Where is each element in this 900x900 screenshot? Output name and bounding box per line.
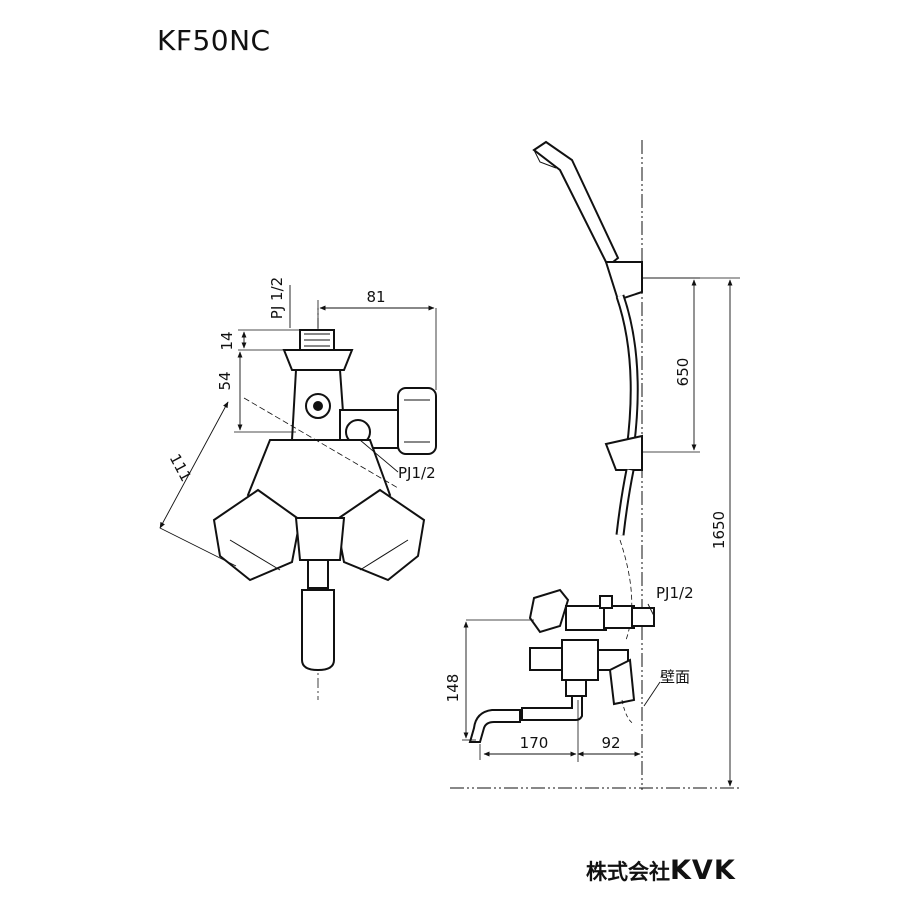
dim-81: 81 (366, 288, 385, 306)
side-dimensions (462, 277, 740, 787)
leader-wall (643, 681, 661, 707)
brand-prefix: 株式会社 (586, 860, 670, 884)
brand-name: KVK (670, 855, 736, 886)
dim-1650: 1650 (710, 511, 728, 549)
side-elbow (608, 658, 636, 706)
spout-tube (301, 589, 335, 672)
side-body-mid (561, 639, 599, 681)
brand-logo: 株式会社KVK (586, 855, 736, 886)
side-spout-base (521, 695, 583, 721)
dim-54: 54 (216, 371, 234, 390)
dim-line-111 (159, 401, 229, 529)
side-inlet-nipple (631, 607, 655, 627)
center-cartridge (294, 517, 346, 561)
dim-92: 92 (601, 734, 620, 752)
label-pj-side: PJ1/2 (398, 464, 436, 482)
spout-joint (307, 559, 329, 589)
right-handle (334, 488, 426, 582)
leader-pj-side-view (647, 603, 655, 617)
side-body-mid-left (529, 647, 563, 671)
left-handle (212, 488, 302, 582)
dim-650: 650 (674, 358, 692, 387)
shower-head (532, 140, 620, 268)
dim-148: 148 (444, 674, 462, 703)
shower-bracket-lower (604, 434, 643, 471)
side-view (450, 140, 742, 790)
label-pj-side-view: PJ1/2 (656, 584, 694, 602)
front-dimensions (159, 285, 435, 567)
leader-pj-side (359, 439, 399, 473)
front-view (212, 300, 437, 700)
side-body-top (565, 605, 607, 631)
dim-170: 170 (520, 734, 549, 752)
label-wall: 壁面 (660, 668, 690, 686)
dim-14: 14 (218, 331, 236, 350)
model-title: KF50NC (157, 24, 271, 57)
side-handle (528, 588, 570, 634)
top-flange (282, 349, 354, 371)
label-pj-top: PJ 1/2 (268, 277, 286, 319)
right-knob (397, 387, 437, 455)
dim-111: 111 (166, 451, 195, 485)
shower-bracket-top (604, 261, 643, 302)
side-spout-tube (468, 709, 521, 743)
